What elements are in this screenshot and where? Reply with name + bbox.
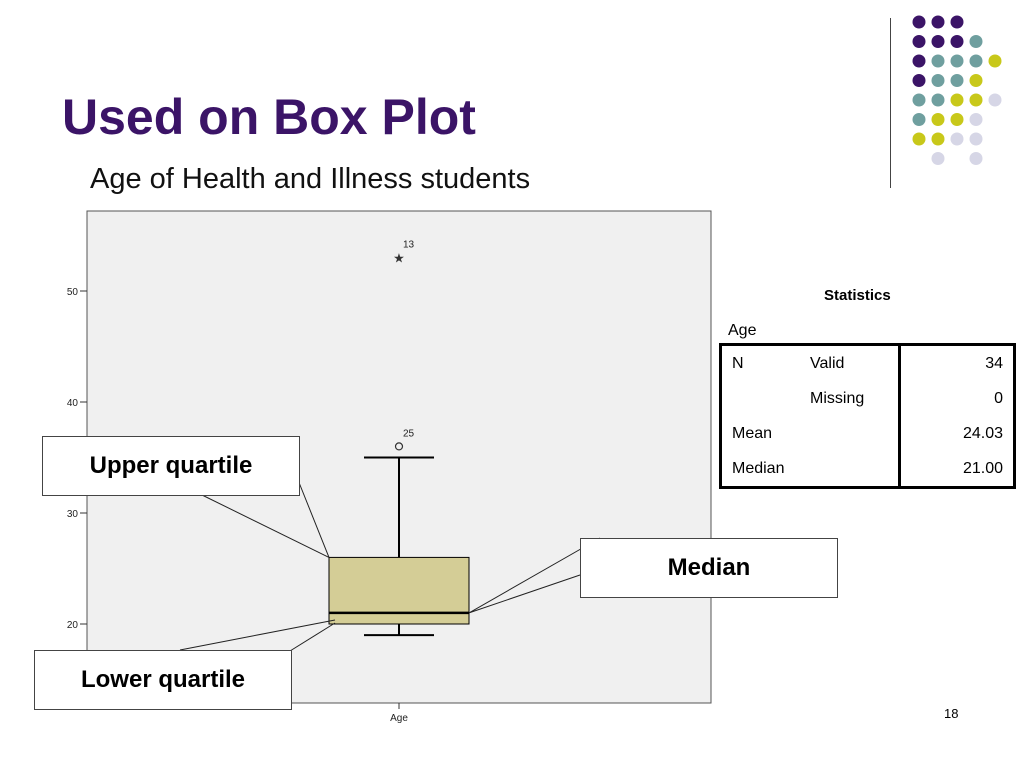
lower-callout-leader [289, 622, 336, 652]
decor-dot [969, 35, 983, 48]
table-cell: Mean [732, 424, 773, 442]
median-callout-leader [468, 574, 581, 614]
decor-dot [912, 113, 926, 126]
decor-dot [931, 35, 945, 48]
y-tick-label: 40 [67, 398, 79, 409]
decor-dot [912, 54, 926, 68]
decor-dot [931, 93, 945, 107]
table-cell: 24.03 [898, 416, 1015, 451]
table-row: Mean 24.03 [721, 416, 1015, 451]
decor-dot [950, 74, 964, 87]
outlier-circle-marker [394, 442, 404, 451]
decor-dot [931, 15, 945, 29]
decor-dot [950, 15, 964, 29]
table-cell: 0 [898, 381, 1015, 416]
upper-callout-leader [199, 493, 330, 558]
statistics-table: N Valid 34 Missing 0 Mean 24.03 Median 2… [719, 343, 1016, 489]
decor-divider [890, 18, 891, 188]
table-cell: 34 [898, 344, 1015, 381]
median-callout-leader [468, 537, 601, 614]
decor-dot [969, 132, 983, 146]
decor-dot [969, 93, 983, 107]
table-cell: Median [732, 459, 785, 477]
table-cell [721, 381, 801, 416]
table-row: Missing 0 [721, 381, 1015, 416]
decor-dot [912, 132, 926, 146]
decor-dot [969, 113, 983, 126]
table-cell: 21.00 [898, 451, 1015, 488]
decor-dot [931, 74, 945, 87]
chart-subtitle: Age of Health and Illness students [90, 163, 531, 195]
median-callout: Median [580, 538, 838, 598]
table-row: Median 21.00 [721, 451, 1015, 488]
decor-dot [969, 152, 983, 165]
decorative-dot-grid [912, 15, 1002, 165]
table-cell [800, 416, 900, 451]
stats-title: Statistics [824, 287, 891, 304]
decor-dot [969, 54, 983, 68]
decor-dot [988, 54, 1002, 68]
table-cell [800, 451, 900, 488]
x-tick-label: Age [390, 713, 408, 724]
slide-number: 18 [944, 706, 959, 721]
y-tick-label: 30 [67, 509, 79, 520]
y-tick-label: 20 [67, 620, 79, 631]
decor-dot [912, 15, 926, 29]
table-cell: Missing [810, 389, 865, 407]
decor-dot [931, 152, 945, 165]
decor-dot [969, 74, 983, 87]
stats-variable-label: Age [728, 322, 757, 339]
table-cell: Valid [810, 354, 845, 372]
upper-quartile-callout: Upper quartile [42, 436, 300, 496]
y-tick-label: 50 [67, 287, 79, 298]
decor-dot [950, 35, 964, 48]
decor-dot [931, 132, 945, 146]
outlier-label: 13 [403, 240, 415, 251]
decor-dot [912, 74, 926, 87]
outlier-label: 25 [403, 428, 415, 439]
decor-dot [950, 54, 964, 68]
decor-dot [950, 132, 964, 146]
table-cell: N [732, 354, 744, 372]
table-row: N Valid 34 [721, 344, 1015, 381]
lower-quartile-callout: Lower quartile [34, 650, 292, 710]
lower-callout-leader [179, 619, 336, 651]
decor-dot [950, 113, 964, 126]
decor-dot [931, 113, 945, 126]
decor-dot [950, 93, 964, 107]
outlier-star-marker: ★ [393, 252, 405, 267]
decor-dot [912, 93, 926, 107]
decor-dot [988, 93, 1002, 107]
decor-dot [931, 54, 945, 68]
decor-dot [912, 35, 926, 48]
slide-title: Used on Box Plot [62, 89, 476, 145]
upper-callout-leader [297, 479, 330, 558]
